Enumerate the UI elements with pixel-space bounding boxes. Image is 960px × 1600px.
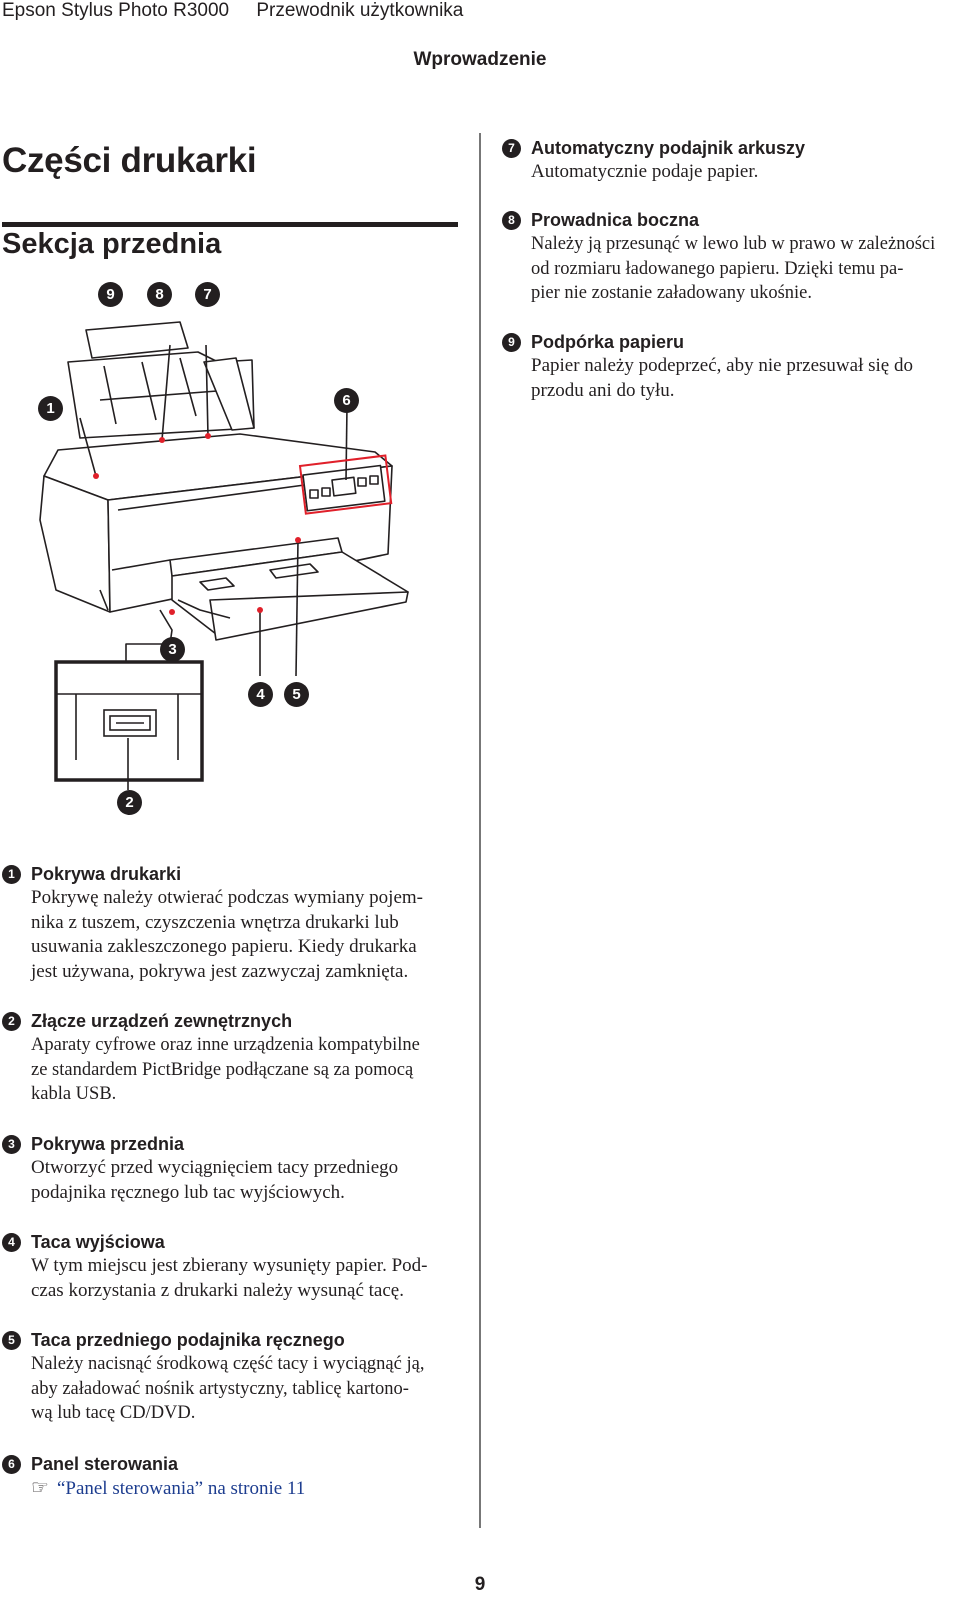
item-6: 6 Panel sterowania ☞ “Panel sterowania” na… xyxy=(2,1452,472,1502)
item-number: 9 xyxy=(502,332,521,352)
item-title: Podpórka papieru xyxy=(531,332,685,352)
callout-3: 3 xyxy=(160,637,185,662)
item-number: 7 xyxy=(502,138,521,158)
callout-7: 7 xyxy=(195,282,220,307)
item-description: Papier należy podeprzeć, aby nie przesuw… xyxy=(531,355,913,401)
item-title: Pokrywa drukarki xyxy=(31,864,182,884)
item-number: 8 xyxy=(502,210,521,230)
item-title: Taca przedniego podajnika ręcznego xyxy=(31,1330,345,1350)
running-header: Epson Stylus Photo R3000 Przewodnik użyt… xyxy=(2,0,485,22)
item-description: Aparaty cyfrowe oraz inne urządzenia kom… xyxy=(31,1035,420,1105)
section-label: Wprowadzenie xyxy=(413,49,547,70)
page-number: 9 xyxy=(474,1574,486,1595)
printer-illustration xyxy=(39,321,409,790)
item-number: 4 xyxy=(2,1232,21,1252)
callout-4: 4 xyxy=(248,682,273,707)
item-title: Pokrywa przednia xyxy=(31,1134,185,1154)
page-title: Części drukarki xyxy=(2,141,257,180)
callout-2: 2 xyxy=(117,790,142,815)
item-description: Należy nacisnąć środkową część tacy i wy… xyxy=(31,1354,425,1424)
callout-9: 9 xyxy=(98,282,123,307)
product-name: Epson Stylus Photo R3000 xyxy=(2,0,230,21)
item-title: Prowadnica boczna xyxy=(531,210,700,230)
panel-sterowania-link[interactable]: “Panel sterowania” na stronie 11 xyxy=(56,1478,306,1499)
item-title: Taca wyjściowa xyxy=(31,1232,165,1252)
item-title: Złącze urządzeń zewnętrznych xyxy=(31,1011,293,1031)
item-description: Automatycznie podaje papier. xyxy=(531,161,759,182)
callout-5: 5 xyxy=(284,682,309,707)
callout-8: 8 xyxy=(147,282,172,307)
pointing-hand-icon: ☞ xyxy=(31,1477,49,1499)
item-description: Otworzyć przed wyciągnięciem tacy przedn… xyxy=(31,1157,399,1203)
item-description: ☞ “Panel sterowania” na stronie 11 xyxy=(31,1476,472,1502)
item-1: 1 Pokrywa drukarki Pokrywę należy otwiera… xyxy=(2,862,472,984)
item-number: 6 xyxy=(2,1454,21,1474)
item-8: 8 Prowadnica boczna Należy ją przesunąć w… xyxy=(502,208,957,306)
title-divider xyxy=(2,222,458,227)
item-description: W tym miejscu jest zbierany wysunięty pa… xyxy=(31,1255,428,1301)
item-4: 4 Taca wyjściowa W tym miejscu jest zbier… xyxy=(2,1230,472,1303)
item-description: Należy ją przesunąć w lewo lub w prawo w… xyxy=(531,234,936,304)
item-2: 2 Złącze urządzeń zewnętrznych Aparaty cy… xyxy=(2,1009,472,1107)
item-number: 2 xyxy=(2,1011,21,1031)
guide-name: Przewodnik użytkownika xyxy=(256,0,464,21)
item-number: 3 xyxy=(2,1134,21,1154)
printer-figure: 9 8 7 1 6 3 4 5 2 xyxy=(20,270,440,835)
callout-1: 1 xyxy=(38,396,63,421)
section-title: Sekcja przednia xyxy=(2,228,222,260)
item-number: 5 xyxy=(2,1330,21,1350)
item-number: 1 xyxy=(2,864,21,884)
item-title: Panel sterowania xyxy=(31,1454,179,1474)
item-5: 5 Taca przedniego podajnika ręcznego Nale… xyxy=(2,1328,472,1426)
item-title: Automatyczny podajnik arkuszy xyxy=(531,138,806,158)
item-7: 7 Automatyczny podajnik arkuszy Automatyc… xyxy=(502,136,952,185)
item-9: 9 Podpórka papieru Papier należy podeprze… xyxy=(502,330,952,403)
item-3: 3 Pokrywa przednia Otworzyć przed wyciągn… xyxy=(2,1132,472,1205)
column-divider xyxy=(479,133,481,1528)
callout-6: 6 xyxy=(334,388,359,413)
item-description: Pokrywę należy otwierać podczas wymiany … xyxy=(31,887,424,982)
